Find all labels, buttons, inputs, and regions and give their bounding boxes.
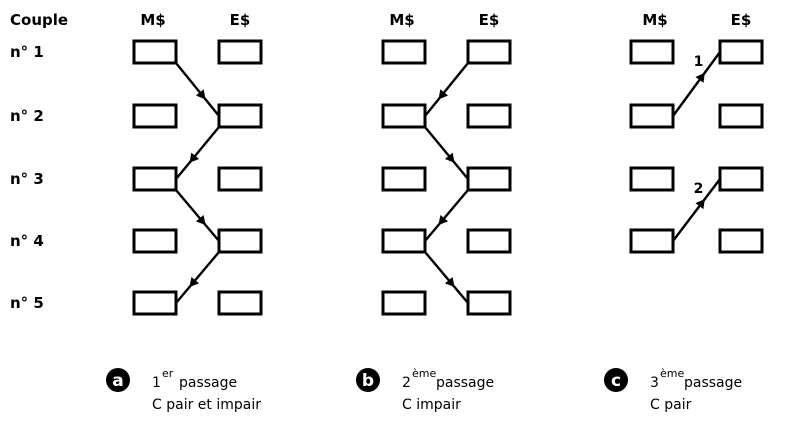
e-box — [217, 103, 263, 129]
pass-word: passage — [179, 375, 237, 391]
badge-letter: a — [112, 371, 123, 391]
arrowhead-icon — [695, 72, 705, 83]
m-box — [132, 166, 178, 192]
panel-a: M$ E$ a 1er passage C pair et impair — [106, 11, 263, 413]
arrowhead-icon — [444, 152, 455, 163]
m-box — [132, 39, 178, 65]
link-arrow — [672, 178, 721, 242]
row-labels: n° 1 n° 2 n° 3 n° 4 n° 5 — [10, 43, 44, 312]
link-arrow — [424, 62, 469, 117]
column-header-e: E$ — [230, 11, 251, 29]
pass-number: 3 — [650, 375, 659, 391]
link-arrow — [175, 126, 220, 180]
column-header-m: M$ — [642, 11, 667, 29]
m-box — [629, 39, 675, 65]
arrowhead-icon — [189, 276, 200, 288]
condition-label: C impair — [402, 397, 461, 413]
m-box — [381, 39, 427, 65]
badge-circle — [356, 368, 380, 392]
e-box — [718, 103, 764, 129]
e-box — [466, 103, 512, 129]
link-arrow — [175, 189, 220, 242]
pass-word: passage — [684, 375, 742, 391]
link-arrow — [672, 51, 721, 117]
couple-header: Couple — [10, 11, 68, 29]
e-box — [718, 228, 764, 254]
badge-letter: b — [362, 371, 374, 391]
pass-number: 2 — [402, 375, 411, 391]
step-number: 2 — [694, 181, 704, 197]
m-box — [381, 290, 427, 316]
link-arrow — [424, 251, 469, 304]
row-label: n° 5 — [10, 294, 44, 312]
condition-label: C pair — [650, 397, 692, 413]
badge-circle — [604, 368, 628, 392]
e-box — [466, 166, 512, 192]
m-box — [629, 103, 675, 129]
link-arrow — [175, 62, 220, 117]
badge-circle — [106, 368, 130, 392]
arrowhead-icon — [438, 89, 449, 100]
arrowhead-icon — [195, 214, 206, 226]
m-box — [132, 290, 178, 316]
arrowhead-icon — [444, 276, 455, 288]
link-arrow — [424, 126, 469, 180]
m-box — [629, 228, 675, 254]
e-box — [217, 39, 263, 65]
m-box — [381, 228, 427, 254]
pass-suffix: ème — [660, 367, 684, 380]
column-header-m: M$ — [140, 11, 165, 29]
m-box — [132, 103, 178, 129]
m-box — [381, 166, 427, 192]
link-arrow — [175, 251, 220, 304]
column-header-e: E$ — [479, 11, 500, 29]
m-box — [132, 228, 178, 254]
pass-suffix: ème — [412, 367, 436, 380]
arrowhead-icon — [189, 152, 200, 163]
pass-number: 1 — [152, 375, 161, 391]
column-header-e: E$ — [731, 11, 752, 29]
arrowhead-icon — [695, 198, 705, 210]
row-label: n° 3 — [10, 170, 44, 188]
e-box — [466, 290, 512, 316]
pass-suffix: er — [162, 367, 174, 380]
condition-label: C pair et impair — [152, 397, 261, 413]
e-box — [217, 166, 263, 192]
m-box — [629, 166, 675, 192]
column-header-m: M$ — [389, 11, 414, 29]
m-box — [381, 103, 427, 129]
e-box — [466, 228, 512, 254]
step-number: 1 — [694, 54, 704, 70]
e-box — [217, 228, 263, 254]
e-box — [718, 39, 764, 65]
e-box — [217, 290, 263, 316]
arrowhead-icon — [438, 214, 449, 226]
pass-word: passage — [436, 375, 494, 391]
row-label: n° 2 — [10, 107, 44, 125]
e-box — [718, 166, 764, 192]
row-label: n° 4 — [10, 232, 44, 250]
row-label: n° 1 — [10, 43, 44, 61]
link-arrow — [424, 189, 469, 242]
e-box — [466, 39, 512, 65]
arrowhead-icon — [195, 89, 206, 100]
badge-letter: c — [611, 371, 621, 391]
